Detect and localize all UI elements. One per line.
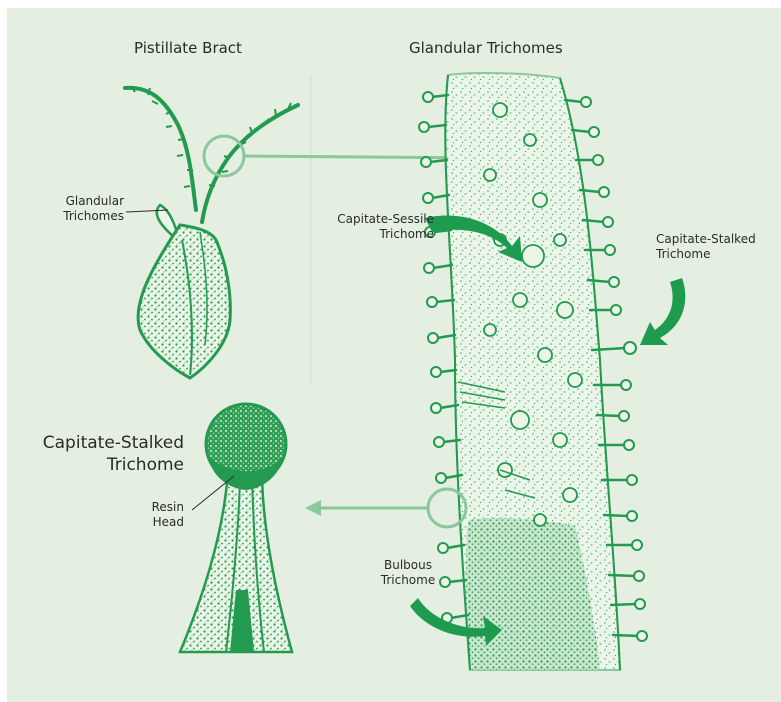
arrow-capitate-stalked [640, 278, 685, 345]
label-glandular-trichomes: Glandular Trichomes [40, 194, 124, 224]
arrow-stem-to-detail [305, 500, 428, 516]
bract-stigma-left [125, 88, 196, 210]
capitate-stalked-detail [180, 404, 292, 652]
title-pistillate-bract: Pistillate Bract [134, 39, 242, 57]
label-capitate-sessile: Capitate-Sessile Trichome [316, 212, 434, 242]
label-capitate-stalked: Capitate-Stalked Trichome [656, 232, 756, 262]
title-capitate-stalked-trichome: Capitate-Stalked Trichome [22, 432, 184, 476]
label-bulbous-trichome: Bulbous Trichome [358, 558, 458, 588]
title-glandular-trichomes: Glandular Trichomes [409, 39, 563, 57]
bract-stigma-right [202, 105, 298, 222]
label-resin-head: Resin Head [130, 500, 184, 530]
pistillate-bract-illustration [125, 86, 298, 378]
